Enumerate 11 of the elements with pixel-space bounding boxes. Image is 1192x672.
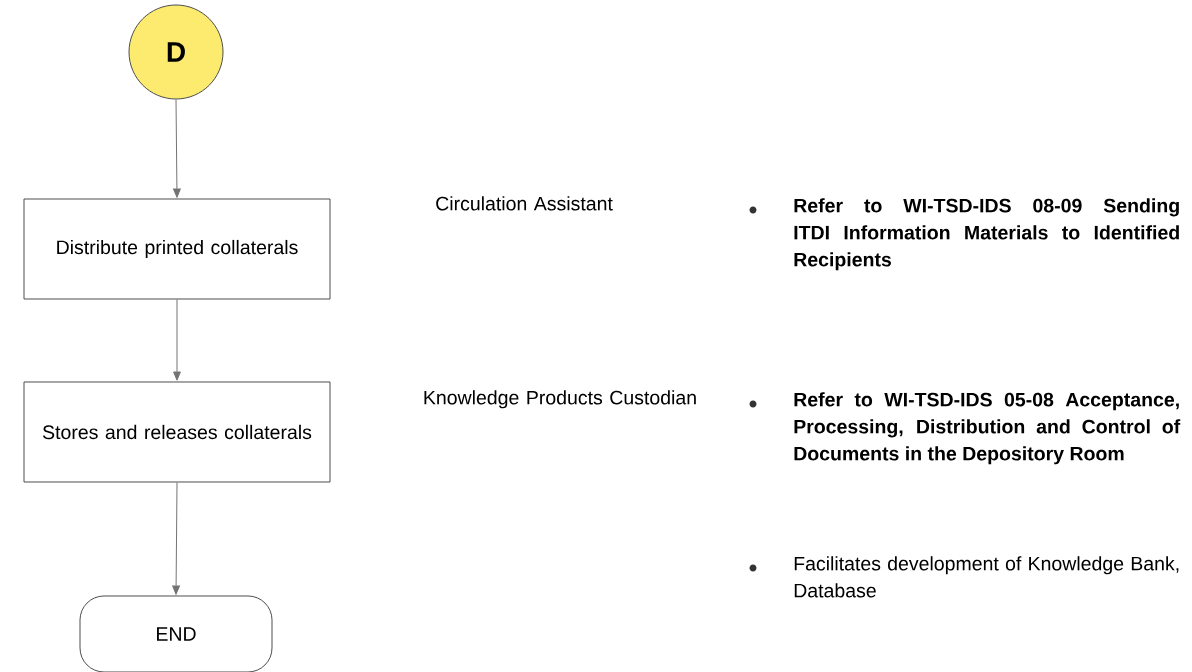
- bullet-text: Facilitates development of Knowledge Bank, Database: [794, 556, 1179, 598]
- role-label: Knowledge Products Custodian: [424, 390, 696, 409]
- terminal-box: END: [79, 595, 273, 672]
- role-label: Circulation Assistant: [436, 196, 613, 211]
- arrow: [173, 299, 181, 381]
- bullet-text: Refer to WI-TSD-IDS 08-09 Sending ITDI Information Materials to Identified Recipients: [794, 198, 1179, 271]
- process-box: Stores and releases collaterals: [23, 381, 331, 483]
- arrow: [172, 482, 180, 595]
- bullet-text: Refer to WI-TSD-IDS 05-08 Acceptance, Processing, Distribution and Control of Documents in the Depository Room: [794, 392, 1181, 465]
- arrow: [173, 99, 181, 198]
- process-box: Distribute printed collaterals: [23, 198, 331, 300]
